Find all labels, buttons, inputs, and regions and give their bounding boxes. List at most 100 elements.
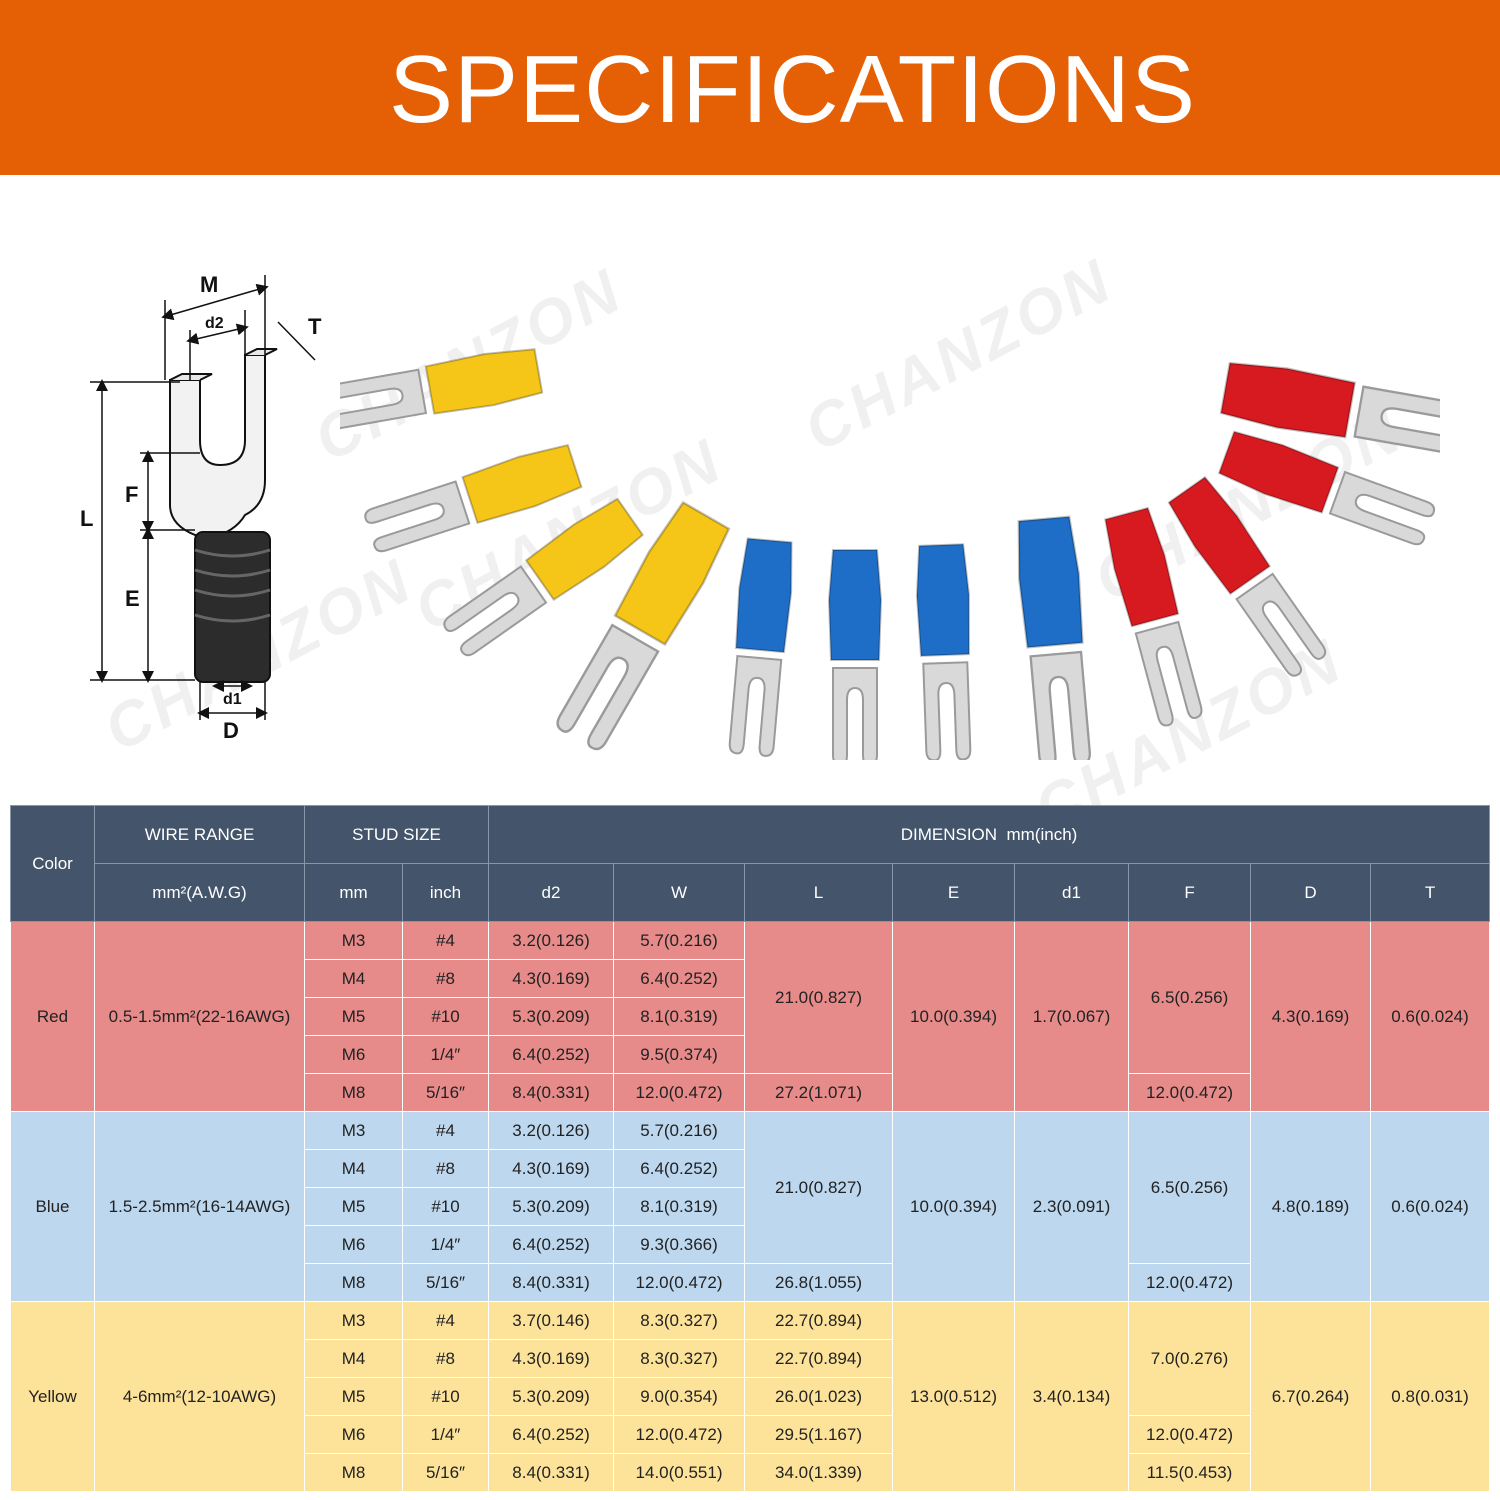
stud-mm-cell: M8 bbox=[304, 1453, 403, 1492]
d2-cell: 4.3(0.169) bbox=[488, 1339, 615, 1378]
dim-label-f: F bbox=[125, 482, 138, 507]
d2-cell: 6.4(0.252) bbox=[488, 1035, 615, 1074]
table-row: M6 1/4″ 6.4(0.252) 9.5(0.374) bbox=[11, 1035, 1490, 1074]
stud-mm-cell: M8 bbox=[304, 1263, 403, 1302]
stud-mm-cell: M5 bbox=[304, 1377, 403, 1416]
stud-mm-cell: M8 bbox=[304, 1073, 403, 1112]
header-d1: d1 bbox=[1014, 863, 1130, 922]
stud-mm-cell: M3 bbox=[304, 921, 403, 960]
w-cell: 9.0(0.354) bbox=[613, 1377, 746, 1416]
stud-mm-cell: M3 bbox=[304, 1301, 403, 1340]
spade-terminals-product-photo bbox=[340, 344, 1440, 760]
stud-mm-cell: M5 bbox=[304, 1187, 403, 1226]
table-row: M4 #8 4.3(0.169) 6.4(0.252) bbox=[11, 959, 1490, 998]
blue-terminal bbox=[727, 537, 797, 758]
t-cell: 0.6(0.024) bbox=[1370, 1111, 1491, 1302]
table-row: M8 5/16″ 8.4(0.331) 12.0(0.472) 26.8(1.0… bbox=[11, 1263, 1490, 1302]
w-cell: 5.7(0.216) bbox=[613, 1111, 746, 1150]
specification-table: Color WIRE RANGE STUD SIZE DIMENSION mm(… bbox=[10, 805, 1491, 1492]
dim-label-d1: d1 bbox=[223, 691, 242, 708]
w-cell: 12.0(0.472) bbox=[613, 1073, 746, 1112]
d2-cell: 3.2(0.126) bbox=[488, 921, 615, 960]
header-mm: mm bbox=[304, 863, 403, 922]
stud-inch-cell: #10 bbox=[401, 997, 490, 1036]
l-cell: 22.7(0.894) bbox=[744, 1339, 894, 1378]
l-cell: 27.2(1.071) bbox=[744, 1073, 894, 1112]
stud-inch-cell: #8 bbox=[401, 959, 490, 998]
stud-mm-cell: M6 bbox=[304, 1225, 403, 1264]
table-row: M6 1/4″ 6.4(0.252) 9.3(0.366) bbox=[11, 1225, 1490, 1264]
d1-cell: 2.3(0.091) bbox=[1014, 1111, 1130, 1302]
f-cell: 12.0(0.472) bbox=[1128, 1073, 1252, 1112]
header-stud-size: STUD SIZE bbox=[303, 805, 490, 864]
yellow-terminal bbox=[362, 440, 584, 555]
d2-cell: 5.3(0.209) bbox=[488, 997, 615, 1036]
t-cell: 0.6(0.024) bbox=[1370, 921, 1491, 1112]
w-cell: 9.3(0.366) bbox=[613, 1225, 746, 1264]
stud-mm-cell: M6 bbox=[304, 1415, 403, 1454]
f-cell: 7.0(0.276) bbox=[1128, 1301, 1252, 1416]
color-cell: Yellow bbox=[10, 1301, 95, 1492]
header-color: Color bbox=[10, 805, 95, 922]
header-wire-unit: mm²(A.W.G) bbox=[94, 863, 305, 922]
stud-mm-cell: M6 bbox=[304, 1035, 403, 1074]
d2-cell: 3.7(0.146) bbox=[488, 1301, 615, 1340]
w-cell: 6.4(0.252) bbox=[613, 1149, 746, 1188]
table-row: Yellow 4-6mm²(12-10AWG) M3 #4 3.7(0.146)… bbox=[10, 1301, 1491, 1492]
d-cell: 4.8(0.189) bbox=[1250, 1111, 1372, 1302]
stud-mm-cell: M3 bbox=[304, 1111, 403, 1150]
l-cell: 22.7(0.894) bbox=[744, 1301, 894, 1340]
stud-inch-cell: #4 bbox=[401, 1111, 490, 1150]
stud-inch-cell: #4 bbox=[401, 1301, 490, 1340]
stud-inch-cell: #10 bbox=[401, 1187, 490, 1226]
spade-terminal-dimension-diagram: M d2 T L F E d1 D bbox=[80, 272, 322, 743]
dim-label-e: E bbox=[125, 586, 140, 611]
wire-range-cell: 1.5-2.5mm²(16-14AWG) bbox=[94, 1111, 305, 1302]
w-cell: 12.0(0.472) bbox=[613, 1415, 746, 1454]
stud-inch-cell: #8 bbox=[401, 1149, 490, 1188]
header-d2: d2 bbox=[488, 863, 615, 922]
w-cell: 8.3(0.327) bbox=[613, 1339, 746, 1378]
e-cell: 13.0(0.512) bbox=[892, 1301, 1016, 1492]
specifications-banner: SPECIFICATIONS bbox=[0, 0, 1500, 175]
stud-inch-cell: #4 bbox=[401, 921, 490, 960]
d2-cell: 3.2(0.126) bbox=[488, 1111, 615, 1150]
l-cell: 21.0(0.827) bbox=[744, 921, 894, 1074]
t-cell: 0.8(0.031) bbox=[1370, 1301, 1491, 1492]
w-cell: 5.7(0.216) bbox=[613, 921, 746, 960]
stud-mm-cell: M4 bbox=[304, 1149, 403, 1188]
color-cell: Red bbox=[10, 921, 95, 1112]
d2-cell: 8.4(0.331) bbox=[488, 1073, 615, 1112]
d2-cell: 8.4(0.331) bbox=[488, 1263, 615, 1302]
d2-cell: 8.4(0.331) bbox=[488, 1453, 615, 1492]
wire-range-cell: 0.5-1.5mm²(22-16AWG) bbox=[94, 921, 305, 1112]
wire-range-cell: 4-6mm²(12-10AWG) bbox=[94, 1301, 305, 1492]
table-row: Red 0.5-1.5mm²(22-16AWG) M3 #4 3.2(0.126… bbox=[10, 921, 1491, 1112]
header-inch: inch bbox=[401, 863, 490, 922]
header-t: T bbox=[1370, 863, 1491, 922]
f-cell: 12.0(0.472) bbox=[1128, 1415, 1252, 1454]
stud-inch-cell: #8 bbox=[401, 1339, 490, 1378]
dim-label-m: M bbox=[200, 272, 218, 297]
blue-terminal bbox=[828, 549, 882, 760]
stud-inch-cell: 1/4″ bbox=[401, 1035, 490, 1074]
stud-mm-cell: M4 bbox=[304, 1339, 403, 1378]
w-cell: 8.1(0.319) bbox=[613, 1187, 746, 1226]
f-cell: 6.5(0.256) bbox=[1128, 1111, 1252, 1264]
stud-mm-cell: M5 bbox=[304, 997, 403, 1036]
d2-cell: 5.3(0.209) bbox=[488, 1187, 615, 1226]
stud-inch-cell: 5/16″ bbox=[401, 1263, 490, 1302]
header-w: W bbox=[613, 863, 746, 922]
header-d: D bbox=[1250, 863, 1372, 922]
header-dimension: DIMENSION mm(inch) bbox=[488, 805, 1491, 864]
d2-cell: 5.3(0.209) bbox=[488, 1377, 615, 1416]
blue-terminal bbox=[1013, 515, 1092, 760]
stud-inch-cell: #10 bbox=[401, 1377, 490, 1416]
table-row: M5 #10 5.3(0.209) 9.0(0.354) 26.0(1.023) bbox=[11, 1377, 1490, 1416]
f-cell: 12.0(0.472) bbox=[1128, 1263, 1252, 1302]
table-row: M8 5/16″ 8.4(0.331) 14.0(0.551) 34.0(1.3… bbox=[11, 1453, 1490, 1492]
d1-cell: 3.4(0.134) bbox=[1014, 1301, 1130, 1492]
w-cell: 6.4(0.252) bbox=[613, 959, 746, 998]
header-f: F bbox=[1128, 863, 1252, 922]
e-cell: 10.0(0.394) bbox=[892, 1111, 1016, 1302]
